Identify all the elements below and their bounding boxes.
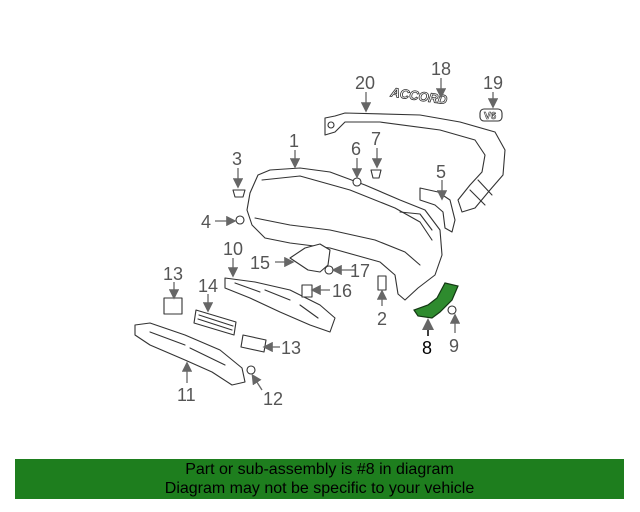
part-10-absorber — [224, 277, 336, 333]
callout-6: 6 — [351, 139, 361, 159]
callout-20: 20 — [355, 73, 375, 93]
emblem-text: ACCORD — [389, 84, 449, 107]
callout-13-left: 13 — [163, 264, 183, 284]
badge-text: V6 — [484, 111, 497, 122]
callout-5: 5 — [436, 162, 446, 182]
callout-11: 11 — [177, 385, 196, 405]
part-6-screw — [352, 177, 362, 187]
part-20-reinforcement-beam — [324, 112, 506, 213]
callout-17: 17 — [350, 261, 370, 281]
part-3-clip — [232, 189, 246, 198]
callout-16: 16 — [332, 281, 352, 301]
callout-7: 7 — [371, 129, 381, 149]
part-14-reflector — [193, 309, 237, 336]
callout-13-right: 13 — [281, 338, 301, 358]
notice-line-1: Part or sub-assembly is #8 in diagram — [185, 461, 454, 478]
callout-12: 12 — [263, 389, 283, 409]
callout-4: 4 — [201, 212, 211, 232]
part-13-reflector-left — [163, 297, 183, 315]
callout-15: 15 — [250, 253, 270, 273]
part-17-nut — [324, 265, 334, 275]
part-15-bracket — [289, 243, 331, 273]
part-1-bumper-cover — [246, 167, 443, 301]
part-18-emblem: ACCORD — [388, 84, 449, 108]
notice-line-2: Diagram may not be specific to your vehi… — [164, 480, 475, 497]
callout-1: 1 — [289, 131, 299, 151]
callout-3: 3 — [232, 149, 242, 169]
part-11-lower-beam — [134, 322, 246, 386]
notice-banner: Part or sub-assembly is #8 in diagram Di… — [15, 459, 624, 499]
callout-9: 9 — [449, 336, 459, 356]
part-8-highlight — [413, 282, 459, 319]
part-8-side-spacer — [413, 282, 459, 319]
callout-19: 19 — [483, 73, 503, 93]
callout-10: 10 — [223, 239, 243, 259]
callout-18: 18 — [431, 59, 451, 79]
part-12-nut — [246, 365, 256, 375]
part-2-fastener — [377, 275, 387, 291]
callout-arrows — [168, 78, 499, 391]
part-13-reflector-right — [240, 334, 267, 353]
callout-2: 2 — [377, 309, 387, 329]
callout-8: 8 — [422, 338, 432, 358]
part-7-clip — [370, 169, 382, 179]
part-19-badge: V6 — [479, 108, 503, 122]
callout-labels: 1 2 3 4 5 6 7 8 9 10 11 12 13 13 14 15 1… — [163, 59, 503, 409]
part-16-clip — [301, 284, 313, 298]
part-4-screw — [235, 215, 245, 225]
part-9-screw — [447, 305, 457, 315]
callout-14: 14 — [198, 276, 218, 296]
